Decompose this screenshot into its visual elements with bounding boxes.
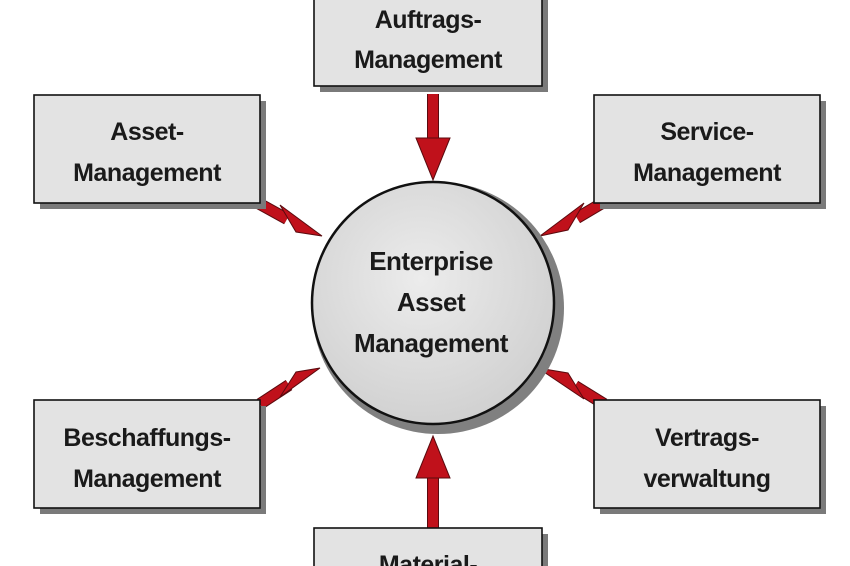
center-node: Enterprise Asset Management <box>310 180 564 434</box>
node-label-line-1: Vertrags- <box>655 424 759 452</box>
node-vertragsverwaltung: Vertrags- verwaltung <box>593 399 826 514</box>
node-service-management: Service- Management <box>593 94 826 209</box>
node-label-line-1: Beschaffungs- <box>63 424 230 452</box>
arrow-top-left <box>255 197 323 237</box>
node-asset-management: Asset- Management <box>33 94 266 209</box>
node-box <box>593 399 821 509</box>
node-box <box>313 527 543 566</box>
node-box <box>313 0 543 87</box>
node-label-line-2: Management <box>354 46 503 74</box>
node-label-line-2: verwaltung <box>644 465 771 493</box>
node-box <box>33 94 261 204</box>
center-circle <box>310 180 556 426</box>
center-label-line-1: Enterprise <box>369 246 493 276</box>
node-label-line-1: Asset- <box>110 118 184 146</box>
arrow-bottom-right <box>537 367 608 410</box>
node-auftrags-management: Auftrags- Management <box>313 0 548 92</box>
arrow-bottom-left <box>256 367 321 410</box>
center-label-line-3: Management <box>354 328 509 358</box>
arrow-top-right <box>539 196 608 237</box>
node-material: Material- <box>313 527 548 566</box>
node-label-line-2: Management <box>633 159 782 187</box>
arrow-bottom <box>415 434 451 528</box>
arrow-top <box>415 94 451 182</box>
node-label-line-1: Service- <box>660 118 753 146</box>
node-box <box>33 399 261 509</box>
node-label-line-2: Management <box>73 465 222 493</box>
node-label-line-2: Management <box>73 159 222 187</box>
node-box <box>593 94 821 204</box>
node-label-line-1: Material- <box>379 551 477 566</box>
center-label-line-2: Asset <box>397 287 466 317</box>
node-beschaffungs-management: Beschaffungs- Management <box>33 399 266 514</box>
node-label-line-1: Auftrags- <box>375 6 482 34</box>
